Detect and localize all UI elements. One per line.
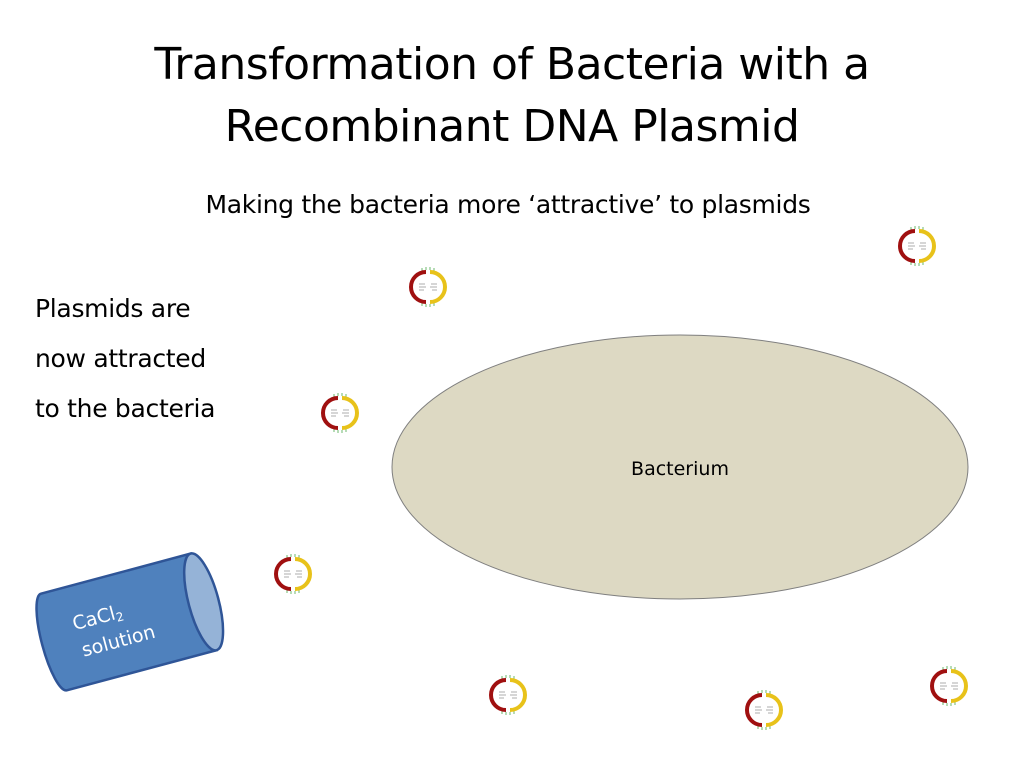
body-text: Plasmids are now attracted to the bacter…	[35, 284, 295, 434]
title-line-2: Recombinant DNA Plasmid	[224, 101, 800, 152]
plasmid-icon	[745, 688, 783, 732]
body-line-3: to the bacteria	[35, 394, 216, 423]
body-line-2: now attracted	[35, 344, 206, 373]
bacterium-label: Bacterium	[631, 458, 729, 480]
plasmid-icon	[274, 552, 312, 596]
title-line-1: Transformation of Bacteria with a	[154, 39, 870, 90]
plasmid-icon	[489, 673, 527, 717]
tube-opening	[182, 552, 225, 652]
cacl2-tube: CaCl2 solution	[35, 552, 225, 692]
plasmid-icon	[409, 265, 447, 309]
tube-label-subscript: 2	[114, 609, 125, 625]
plasmid-icon	[930, 664, 968, 708]
slide-title: Transformation of Bacteria with a Recomb…	[62, 34, 962, 158]
plasmid-icon	[898, 224, 936, 268]
plasmid-icon	[321, 391, 359, 435]
slide-subtitle: Making the bacteria more ‘attractive’ to…	[205, 190, 811, 219]
body-line-1: Plasmids are	[35, 294, 191, 323]
bacterium-ellipse	[391, 334, 969, 600]
